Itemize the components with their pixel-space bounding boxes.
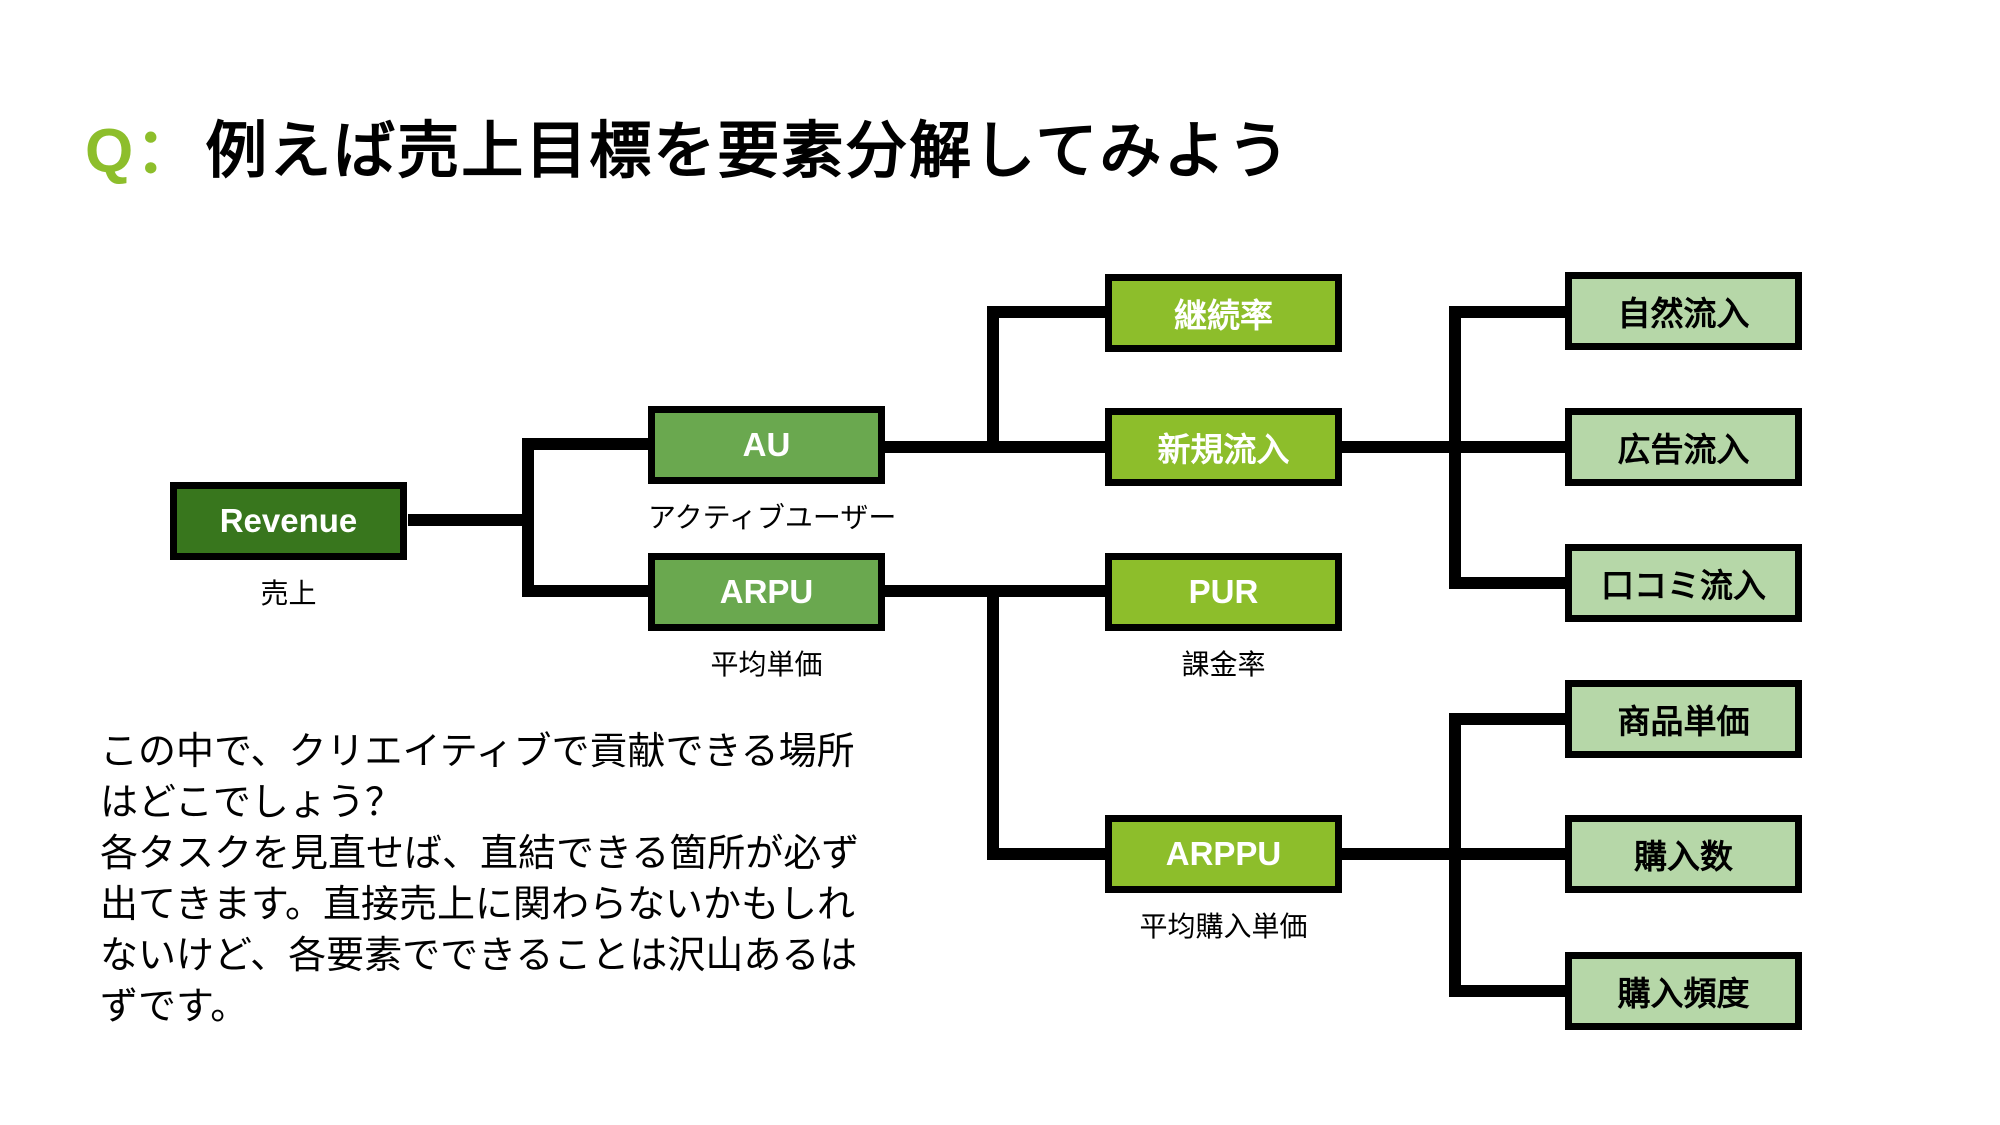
connector-branch-pur-arppu xyxy=(987,585,999,860)
node-au-label: AU xyxy=(742,426,791,463)
node-revenue-label: Revenue xyxy=(219,502,358,539)
node-revenue-sublabel: 売上 xyxy=(260,578,317,609)
node-arppu-box: ARPPU xyxy=(1105,815,1342,893)
connector-to-organic xyxy=(1449,306,1565,318)
node-retention-rate-label: 継続率 xyxy=(1174,297,1273,334)
node-arpu-sublabel: 平均単価 xyxy=(710,649,823,680)
node-retention-rate-box: 継続率 xyxy=(1105,274,1342,352)
connector-branch-arppu-children xyxy=(1449,713,1461,997)
note-line: この中で、クリエイティブで貢献できる場所 xyxy=(100,731,855,773)
node-au-sublabel: アクティブユーザー xyxy=(648,502,897,533)
node-word-of-mouth-inflow: 口コミ流入 xyxy=(1565,544,1802,622)
node-au: AU アクティブユーザー xyxy=(648,406,897,536)
node-arpu: ARPU 平均単価 xyxy=(648,553,885,683)
title-text: 例えば売上目標を要素分解してみよう xyxy=(205,117,1292,186)
node-ad-inflow: 広告流入 xyxy=(1565,408,1802,486)
connector-branch-inflow-children xyxy=(1449,306,1461,589)
node-arppu: ARPPU 平均購入単価 xyxy=(1105,815,1342,945)
note-line: ないけど、各要素でできることは沢山あるは xyxy=(100,935,858,977)
node-revenue: Revenue 売上 xyxy=(170,482,407,612)
node-retention-rate: 継続率 xyxy=(1105,274,1342,352)
node-purchase-count-box: 購入数 xyxy=(1565,815,1802,893)
note-line: はどこでしょう？ xyxy=(100,782,403,824)
note-line: ずです。 xyxy=(100,986,249,1028)
node-purchase-frequency-label: 購入頻度 xyxy=(1617,975,1750,1012)
node-pur-sublabel: 課金率 xyxy=(1181,649,1266,680)
node-arpu-box: ARPU xyxy=(648,553,885,631)
node-ad-inflow-label: 広告流入 xyxy=(1617,431,1750,468)
node-purchase-frequency: 購入頻度 xyxy=(1565,952,1802,1030)
note-text: この中で、クリエイティブで貢献できる場所はどこでしょう？ 各タスクを見直せば、直結… xyxy=(100,727,950,1033)
page-title: Q：例えば売上目標を要素分解してみよう xyxy=(85,100,1291,190)
node-pur-label: PUR xyxy=(1188,573,1259,610)
connector-to-retention xyxy=(987,306,1105,318)
node-organic-inflow-label: 自然流入 xyxy=(1617,295,1750,332)
connector-branch-retention-newinflow xyxy=(987,306,999,453)
node-au-box: AU xyxy=(648,406,885,484)
node-purchase-count-label: 購入数 xyxy=(1634,838,1733,875)
node-word-of-mouth-inflow-box: 口コミ流入 xyxy=(1565,544,1802,622)
connector-to-wom xyxy=(1449,577,1565,589)
connector-to-arppu xyxy=(987,848,1105,860)
note-line: 出てきます。直接売上に関わらないかもしれ xyxy=(100,884,856,926)
node-new-inflow-box: 新規流入 xyxy=(1105,408,1342,486)
note-line: 各タスクを見直せば、直結できる箇所が必ず xyxy=(100,833,860,875)
node-arppu-label: ARPPU xyxy=(1165,835,1282,872)
node-item-price-label: 商品単価 xyxy=(1617,703,1750,740)
node-item-price-box: 商品単価 xyxy=(1565,680,1802,758)
node-arppu-sublabel: 平均購入単価 xyxy=(1139,911,1308,942)
node-new-inflow-label: 新規流入 xyxy=(1157,431,1290,468)
connector-to-itemprice xyxy=(1449,713,1565,725)
connector-revenue-trunk xyxy=(408,514,534,526)
node-new-inflow: 新規流入 xyxy=(1105,408,1342,486)
node-pur-box: PUR xyxy=(1105,553,1342,631)
connector-to-au xyxy=(528,438,648,450)
title-q-prefix: Q： xyxy=(85,117,200,186)
node-purchase-frequency-box: 購入頻度 xyxy=(1565,952,1802,1030)
node-pur: PUR 課金率 xyxy=(1105,553,1342,683)
node-organic-inflow: 自然流入 xyxy=(1565,272,1802,350)
connector-branch-au-arpu xyxy=(522,438,534,597)
node-arpu-label: ARPU xyxy=(719,573,814,610)
node-ad-inflow-box: 広告流入 xyxy=(1565,408,1802,486)
node-organic-inflow-box: 自然流入 xyxy=(1565,272,1802,350)
node-item-price: 商品単価 xyxy=(1565,680,1802,758)
node-revenue-box: Revenue xyxy=(170,482,407,560)
connector-to-frequency xyxy=(1449,985,1565,997)
node-word-of-mouth-inflow-label: 口コミ流入 xyxy=(1601,567,1766,604)
node-purchase-count: 購入数 xyxy=(1565,815,1802,893)
connector-to-arpu xyxy=(528,585,648,597)
